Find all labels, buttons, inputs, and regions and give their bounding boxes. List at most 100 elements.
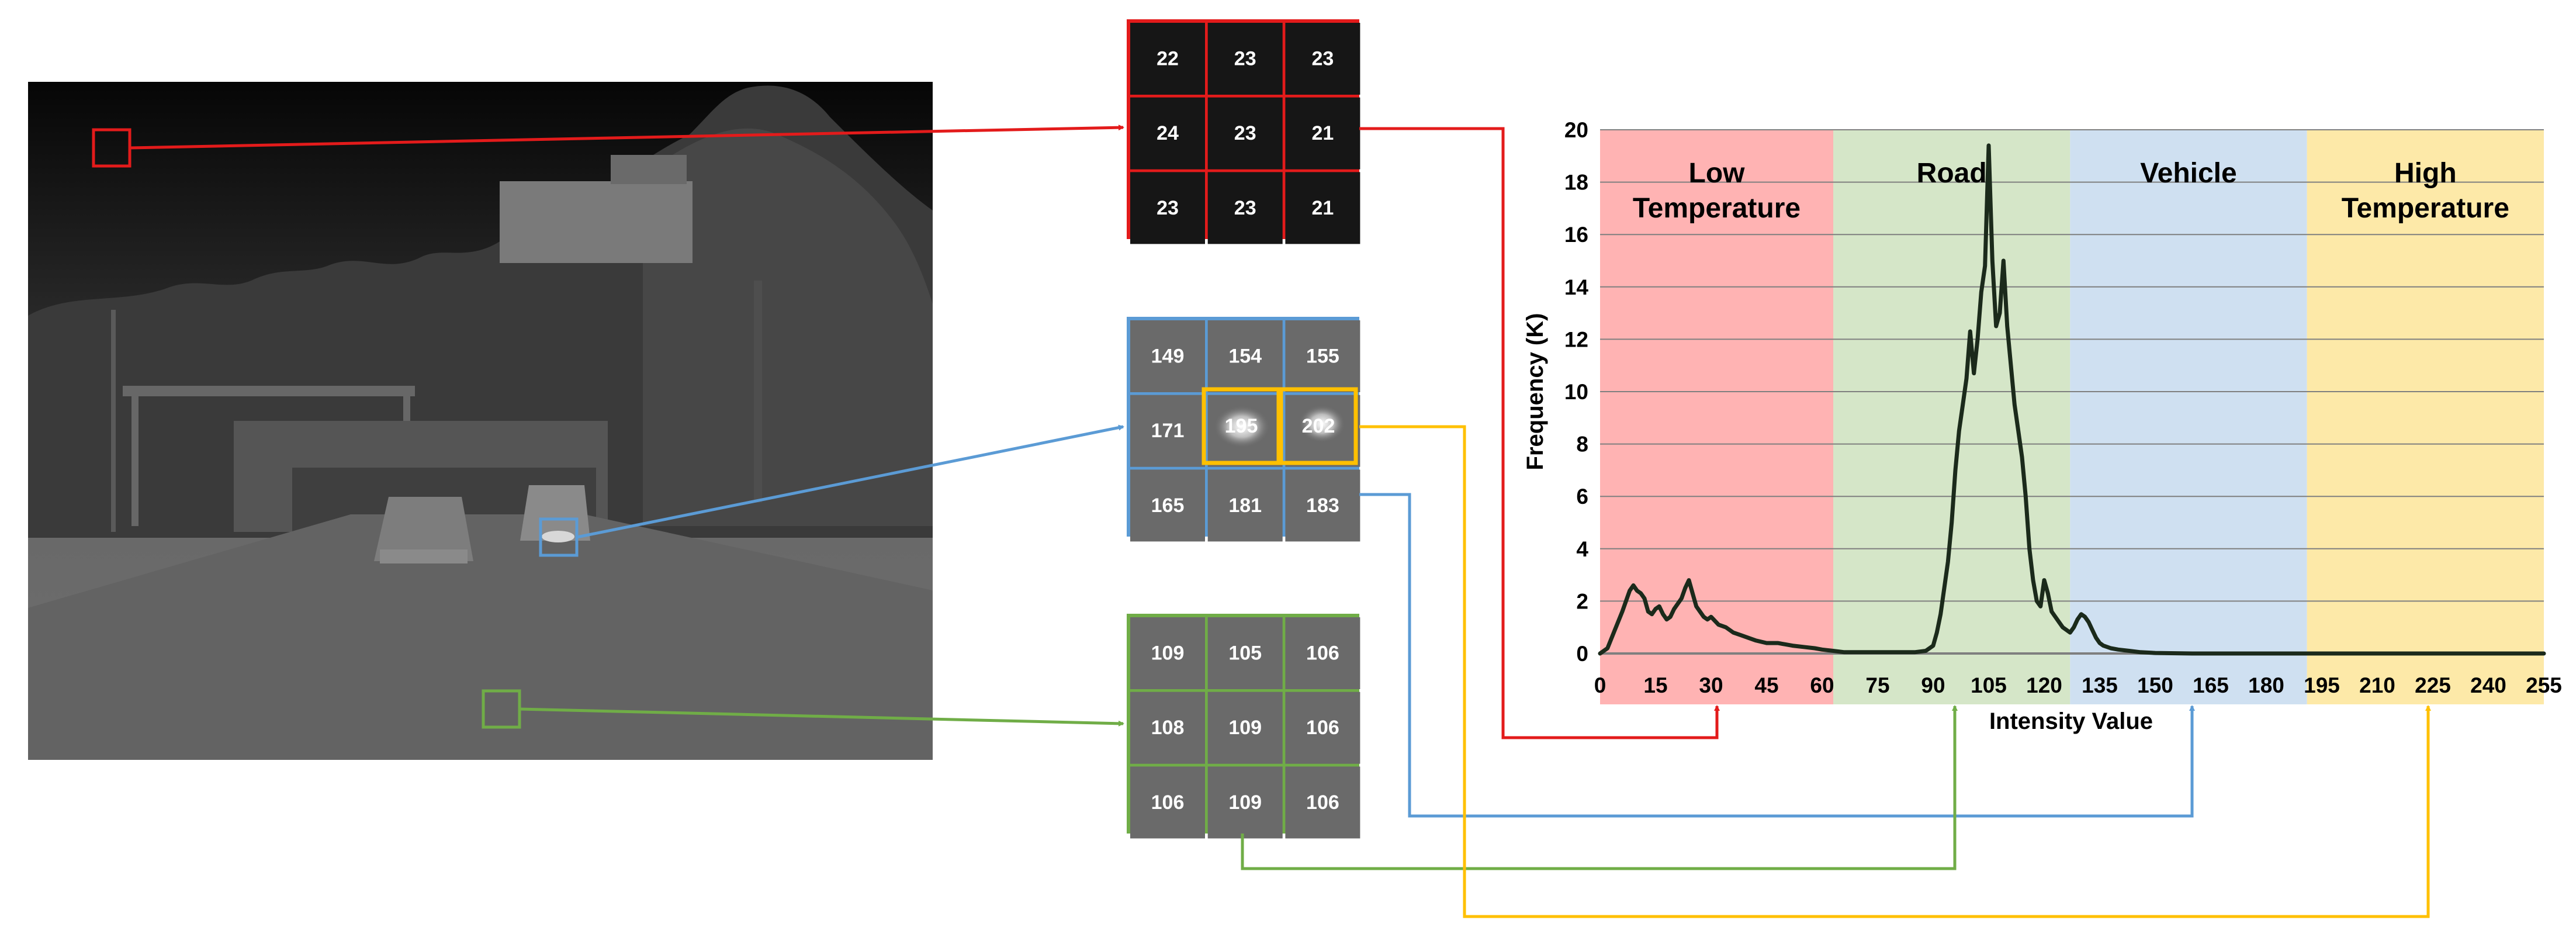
green-grid-cell — [1285, 766, 1360, 839]
green-roi-arrow — [519, 707, 1124, 727]
x-tick-label: 120 — [2026, 673, 2062, 697]
red-grid-cell — [1207, 172, 1283, 244]
blue-grid-value: 165 — [1151, 495, 1185, 517]
green-grid-cell — [1207, 691, 1283, 764]
blue-grid-cell — [1207, 320, 1283, 392]
green-grid-cell — [1130, 766, 1205, 839]
blue-grid-cell — [1207, 469, 1283, 542]
blue-grid-cell — [1285, 469, 1360, 542]
yellow-to-high-temperature-arrow — [1359, 425, 2431, 918]
red-grid-value: 23 — [1311, 48, 1334, 70]
red-grid-cell — [1130, 172, 1205, 244]
x-tick-label: 240 — [2470, 673, 2506, 697]
grid-value-highlight-1: 195 — [1225, 415, 1258, 437]
red-grid-value: 23 — [1157, 197, 1179, 219]
red-grid-value: 22 — [1157, 48, 1179, 70]
green-grid-value: 108 — [1151, 717, 1185, 739]
red-pixel-grid: 22 23 23 24 23 21 23 23 21 — [1127, 19, 1360, 244]
x-tick-label: 75 — [1865, 673, 1889, 697]
red-to-low-temperature-arrow — [1359, 127, 1720, 739]
red-grid-value: 23 — [1234, 197, 1256, 219]
red-roi-arrow — [129, 125, 1124, 150]
grid-value-highlight-2: 202 — [1302, 415, 1335, 437]
blue-grid-value: 183 — [1306, 495, 1339, 517]
blue-roi-arrow — [576, 424, 1124, 539]
x-tick-label: 165 — [2193, 673, 2229, 697]
red-grid-value: 24 — [1157, 122, 1179, 144]
green-grid-cell — [1285, 617, 1360, 689]
red-grid-value: 21 — [1311, 122, 1334, 144]
x-tick-label: 45 — [1754, 673, 1778, 697]
green-grid-cell — [1207, 617, 1283, 689]
hot-spot-glow-2 — [1299, 405, 1345, 442]
blue-grid-cell — [1285, 320, 1360, 392]
blue-grid-value: 181 — [1228, 495, 1262, 517]
red-grid-cell — [1285, 97, 1360, 170]
y-tick-label: 16 — [1564, 223, 1588, 247]
x-tick-label: 0 — [1594, 673, 1606, 697]
x-tick-label: 195 — [2304, 673, 2340, 697]
green-grid-value: 105 — [1228, 642, 1262, 665]
thermal-image — [28, 82, 933, 760]
y-tick-label: 18 — [1564, 171, 1588, 195]
region-band — [1600, 130, 1833, 704]
x-tick-label: 225 — [2415, 673, 2451, 697]
x-axis-label: Intensity Value — [1989, 708, 2153, 734]
red-grid-cell — [1285, 172, 1360, 244]
y-tick-label: 10 — [1564, 380, 1588, 404]
x-tick-label: 135 — [2082, 673, 2118, 697]
blue-grid-value: 171 — [1151, 420, 1185, 442]
red-grid-cell — [1207, 97, 1283, 170]
x-tick-label: 105 — [1971, 673, 2007, 697]
hot-spot-glow — [1214, 406, 1270, 448]
x-tick-label: 210 — [2359, 673, 2395, 697]
y-tick-label: 2 — [1576, 589, 1588, 613]
red-grid-cell — [1285, 23, 1360, 95]
x-tick-label: 150 — [2137, 673, 2173, 697]
blue-grid-cell — [1130, 469, 1205, 542]
blue-grid-value: 149 — [1151, 345, 1185, 368]
red-grid-value: 23 — [1234, 48, 1256, 70]
y-tick-label: 14 — [1564, 275, 1589, 299]
blue-grid-cell — [1130, 395, 1205, 467]
red-grid-cell — [1207, 23, 1283, 95]
y-tick-label: 12 — [1564, 327, 1588, 351]
green-grid-cell — [1207, 766, 1283, 839]
x-tick-label: 15 — [1643, 673, 1667, 697]
red-grid-cell — [1130, 97, 1205, 170]
histogram-series-line — [1598, 143, 2546, 656]
region-band — [2070, 130, 2307, 704]
x-tick-label: 60 — [1810, 673, 1834, 697]
x-tick-label: 30 — [1699, 673, 1723, 697]
red-grid-value: 21 — [1311, 197, 1334, 219]
region-band — [2307, 130, 2544, 704]
green-grid-value: 109 — [1228, 791, 1262, 814]
x-tick-label: 180 — [2248, 673, 2284, 697]
region-label: Road — [1917, 158, 1987, 189]
green-grid-cell — [1285, 691, 1360, 764]
green-to-road-arrow — [1241, 705, 1958, 870]
green-grid-value: 106 — [1306, 642, 1339, 665]
y-tick-label: 0 — [1576, 642, 1588, 666]
x-tick-label: 255 — [2526, 673, 2562, 697]
green-grid-value: 106 — [1151, 791, 1185, 814]
green-grid-value: 109 — [1228, 717, 1262, 739]
region-band — [1833, 130, 2071, 704]
green-grid-value: 106 — [1306, 717, 1339, 739]
y-tick-label: 20 — [1564, 118, 1588, 142]
blue-to-vehicle-arrow — [1359, 493, 2195, 818]
green-grid-cell — [1130, 691, 1205, 764]
blue-grid-cell — [1130, 320, 1205, 392]
yellow-hot-box-1 — [1202, 387, 1281, 465]
red-grid-value: 23 — [1234, 122, 1256, 144]
blue-grid-value: 154 — [1228, 345, 1262, 368]
x-tick-label: 90 — [1921, 673, 1945, 697]
y-tick-label: 6 — [1576, 485, 1588, 509]
green-grid-value: 106 — [1306, 791, 1339, 814]
